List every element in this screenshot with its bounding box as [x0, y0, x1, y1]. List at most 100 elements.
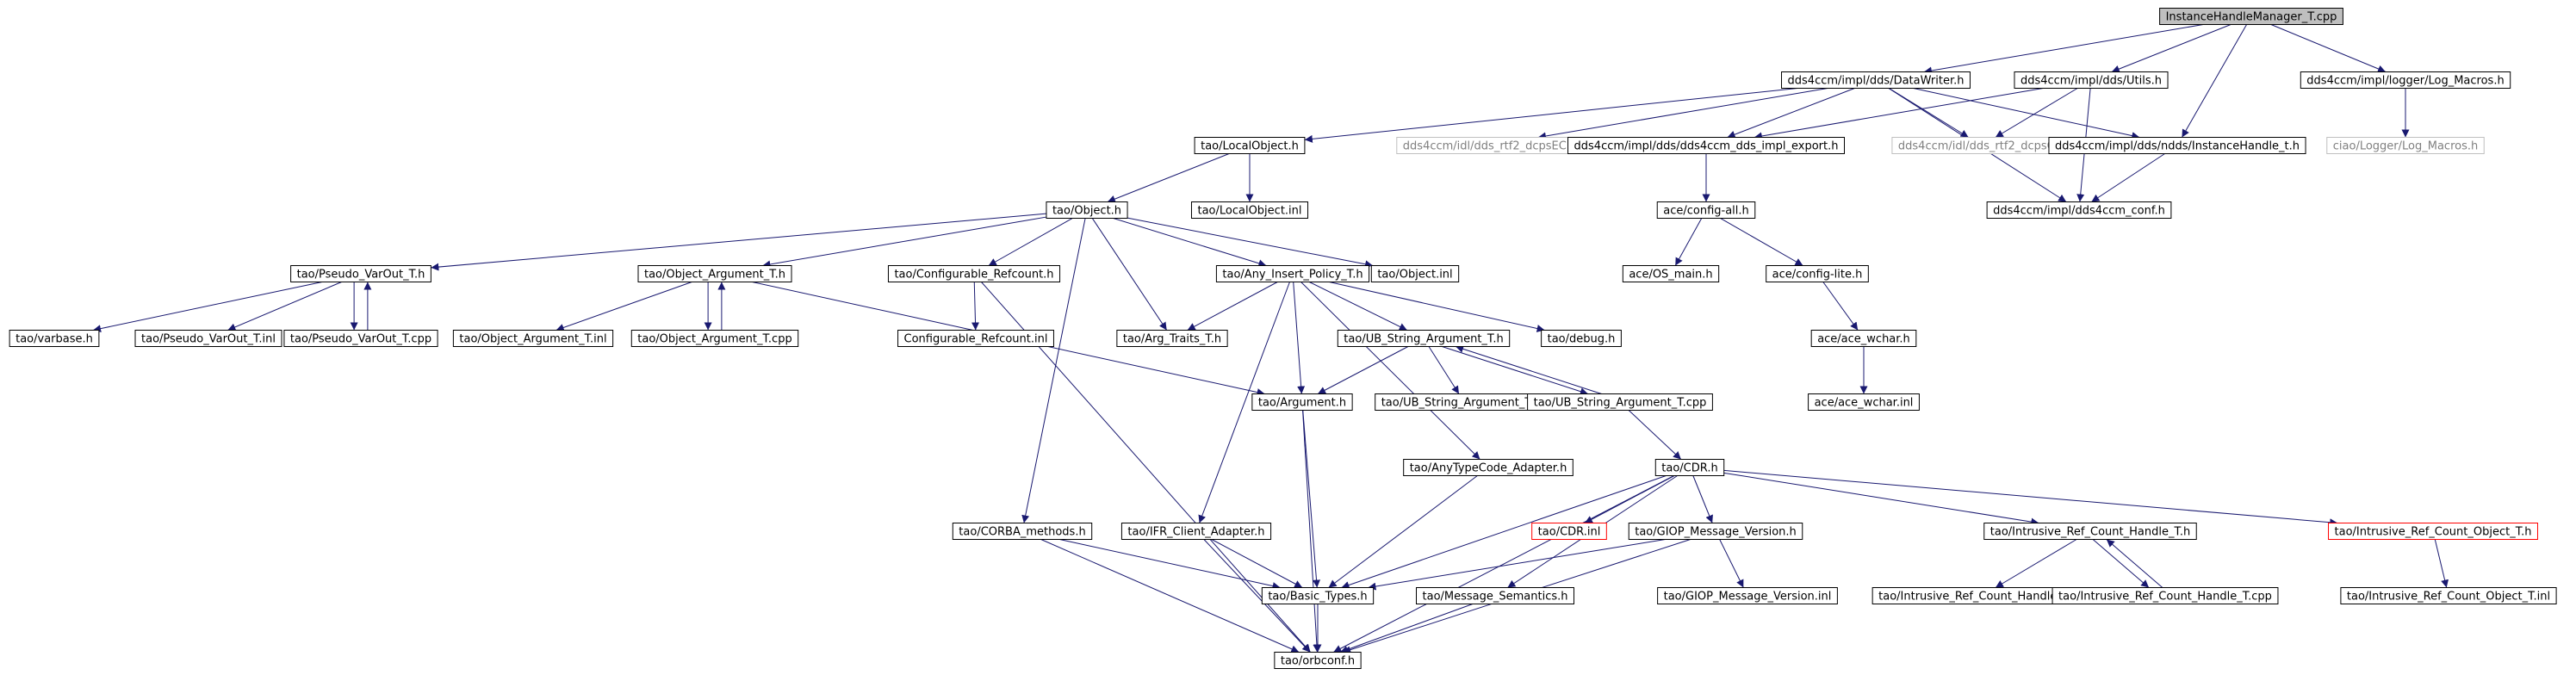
node-box	[1251, 393, 1353, 411]
edge-aip-to-debug	[1329, 282, 1545, 332]
node-ih[interactable]: dds4ccm/impl/dds/ndds/InstanceHandle_t.h	[2048, 137, 2306, 154]
edge-obj-to-objinl	[1127, 217, 1374, 269]
edges	[92, 24, 2449, 654]
node-utils[interactable]: dds4ccm/impl/dds/Utils.h	[2014, 71, 2169, 89]
node-root[interactable]: InstanceHandleManager_T.cpp	[2159, 8, 2343, 25]
node-label: tao/Pseudo_VarOut_T.h	[297, 269, 425, 282]
node-rtf_c[interactable]: dds4ccm/idl/dds_rtf2_dcpsC.h	[1891, 137, 2072, 154]
edge-dw-to-rtf_c	[1889, 88, 1969, 138]
node-obj[interactable]: tao/Object.h	[1046, 201, 1128, 219]
node-configlite[interactable]: ace/config-lite.h	[1766, 265, 1869, 282]
node-lo[interactable]: tao/LocalObject.h	[1194, 137, 1306, 154]
node-label: tao/LocalObject.inl	[1197, 205, 1301, 218]
node-box	[290, 265, 431, 282]
node-wchar[interactable]: ace/ace_wchar.h	[1810, 330, 1917, 347]
edge-irco-to-ircoinl	[2434, 539, 2449, 588]
node-label: tao/UB_String_Argument_T.inl	[1381, 397, 1548, 410]
edge-dw-to-ih	[1913, 88, 2140, 139]
node-box	[1541, 330, 1622, 347]
node-giopinl[interactable]: tao/GIOP_Message_Version.inl	[1657, 587, 1838, 604]
edge-dw-to-rtf_ec	[1537, 88, 1828, 140]
node-label: tao/varbase.h	[16, 333, 93, 346]
node-conf[interactable]: dds4ccm/impl/dds4ccm_conf.h	[1986, 201, 2172, 219]
node-ciaolog[interactable]: ciao/Logger/Log_Macros.h	[2326, 137, 2485, 154]
node-label: tao/GIOP_Message_Version.inl	[1664, 591, 1832, 604]
node-label: tao/UB_String_Argument_T.h	[1344, 333, 1503, 346]
node-oatcpp[interactable]: tao/Object_Argument_T.cpp	[630, 330, 799, 347]
edge-msgsem-to-orbconf	[1339, 604, 1474, 653]
node-irchcpp[interactable]: tao/Intrusive_Ref_Count_Handle_T.cpp	[2051, 587, 2279, 604]
node-debug[interactable]: tao/debug.h	[1541, 330, 1622, 347]
node-box	[2159, 8, 2343, 25]
node-label: ace/ace_wchar.h	[1817, 333, 1910, 346]
edge-cdr-to-irco	[1723, 469, 2338, 527]
node-label: tao/Basic_Types.h	[1268, 591, 1367, 604]
node-export[interactable]: dds4ccm/impl/dds/dds4ccm_dds_impl_export…	[1567, 137, 1845, 154]
node-cref[interactable]: tao/Configurable_Refcount.h	[887, 265, 1061, 282]
node-irch[interactable]: tao/Intrusive_Ref_Count_Handle_T.h	[1983, 523, 2197, 540]
node-oat[interactable]: tao/Object_Argument_T.h	[637, 265, 792, 282]
node-crefinl[interactable]: Configurable_Refcount.inl	[897, 330, 1054, 347]
node-ircoinl[interactable]: tao/Intrusive_Ref_Count_Object_T.inl	[2340, 587, 2557, 604]
node-pvocpp[interactable]: tao/Pseudo_VarOut_T.cpp	[283, 330, 438, 347]
node-aip[interactable]: tao/Any_Insert_Policy_T.h	[1215, 265, 1370, 282]
edge-atca-to-basic	[1328, 475, 1478, 588]
node-varbase[interactable]: tao/varbase.h	[9, 330, 100, 347]
edge-lo-to-obj	[1107, 153, 1230, 203]
node-cdrinl[interactable]: tao/CDR.inl	[1531, 523, 1607, 540]
node-label: tao/AnyTypeCode_Adapter.h	[1410, 462, 1567, 475]
node-msgsem[interactable]: tao/Message_Semantics.h	[1416, 587, 1574, 604]
node-box	[1527, 393, 1713, 411]
node-ubsainl[interactable]: tao/UB_String_Argument_T.inl	[1375, 393, 1554, 411]
node-rtf_ec[interactable]: dds4ccm/idl/dds_rtf2_dcpsEC.h	[1396, 137, 1584, 154]
node-label: tao/debug.h	[1548, 333, 1616, 346]
node-label: tao/Object.inl	[1377, 269, 1452, 282]
node-irchinl[interactable]: tao/Intrusive_Ref_Count_Handle_T.inl	[1871, 587, 2092, 604]
node-loinl[interactable]: tao/LocalObject.inl	[1190, 201, 1309, 219]
node-objinl[interactable]: tao/Object.inl	[1370, 265, 1460, 282]
node-box	[1654, 459, 1725, 476]
node-ifr[interactable]: tao/IFR_Client_Adapter.h	[1120, 523, 1272, 540]
node-logm[interactable]: dds4ccm/impl/logger/Log_Macros.h	[2300, 71, 2511, 89]
node-box	[1622, 265, 1720, 282]
edge-obj-to-oat	[762, 216, 1047, 269]
node-box	[1628, 523, 1803, 540]
node-label: tao/Arg_Traits_T.h	[1123, 333, 1221, 346]
node-label: ace/ace_wchar.inl	[1815, 397, 1914, 410]
edge-aip-to-atca	[1300, 282, 1480, 460]
node-ubsa[interactable]: tao/UB_String_Argument_T.h	[1337, 330, 1511, 347]
node-argtr[interactable]: tao/Arg_Traits_T.h	[1116, 330, 1228, 347]
edge-ubsa-to-ubsainl	[1428, 346, 1460, 394]
edge-obj-to-cref	[988, 218, 1073, 266]
node-atca[interactable]: tao/AnyTypeCode_Adapter.h	[1403, 459, 1574, 476]
edge-dw-to-export	[1727, 88, 1855, 139]
node-wcharinl[interactable]: ace/ace_wchar.inl	[1808, 393, 1920, 411]
node-pvoinl[interactable]: tao/Pseudo_VarOut_T.inl	[134, 330, 282, 347]
node-label: tao/CORBA_methods.h	[959, 526, 1085, 539]
node-giop[interactable]: tao/GIOP_Message_Version.h	[1628, 523, 1803, 540]
node-irco[interactable]: tao/Intrusive_Ref_Count_Object_T.h	[2328, 523, 2538, 540]
edge-ubsacpp-to-cdr	[1628, 410, 1682, 460]
edge-oat-to-oatinl	[556, 282, 692, 331]
node-cdr[interactable]: tao/CDR.h	[1654, 459, 1725, 476]
node-dw[interactable]: dds4ccm/impl/dds/DataWriter.h	[1781, 71, 1971, 89]
edge-arg-to-basic	[1302, 410, 1321, 588]
node-label: tao/Object.h	[1052, 205, 1121, 218]
node-oatinl[interactable]: tao/Object_Argument_T.inl	[452, 330, 614, 347]
node-label: dds4ccm/idl/dds_rtf2_dcpsEC.h	[1403, 140, 1577, 153]
node-arg[interactable]: tao/Argument.h	[1251, 393, 1353, 411]
edge-cdr-to-orbconf	[1333, 475, 1674, 653]
node-orbconf[interactable]: tao/orbconf.h	[1274, 652, 1362, 669]
node-box	[637, 265, 792, 282]
node-corbam[interactable]: tao/CORBA_methods.h	[952, 523, 1093, 540]
node-box	[2328, 523, 2538, 540]
node-label: ace/config-all.h	[1663, 205, 1749, 218]
node-ubsacpp[interactable]: tao/UB_String_Argument_T.cpp	[1527, 393, 1713, 411]
edge-cdr-to-irch	[1723, 472, 2039, 526]
node-osmain[interactable]: ace/OS_main.h	[1622, 265, 1720, 282]
node-basic[interactable]: tao/Basic_Types.h	[1261, 587, 1375, 604]
node-pvo[interactable]: tao/Pseudo_VarOut_T.h	[290, 265, 431, 282]
node-configall[interactable]: ace/config-all.h	[1656, 201, 1756, 219]
edge-irch-to-irchinl	[1995, 539, 2077, 588]
edge-arg-to-orbconf	[1302, 410, 1321, 653]
